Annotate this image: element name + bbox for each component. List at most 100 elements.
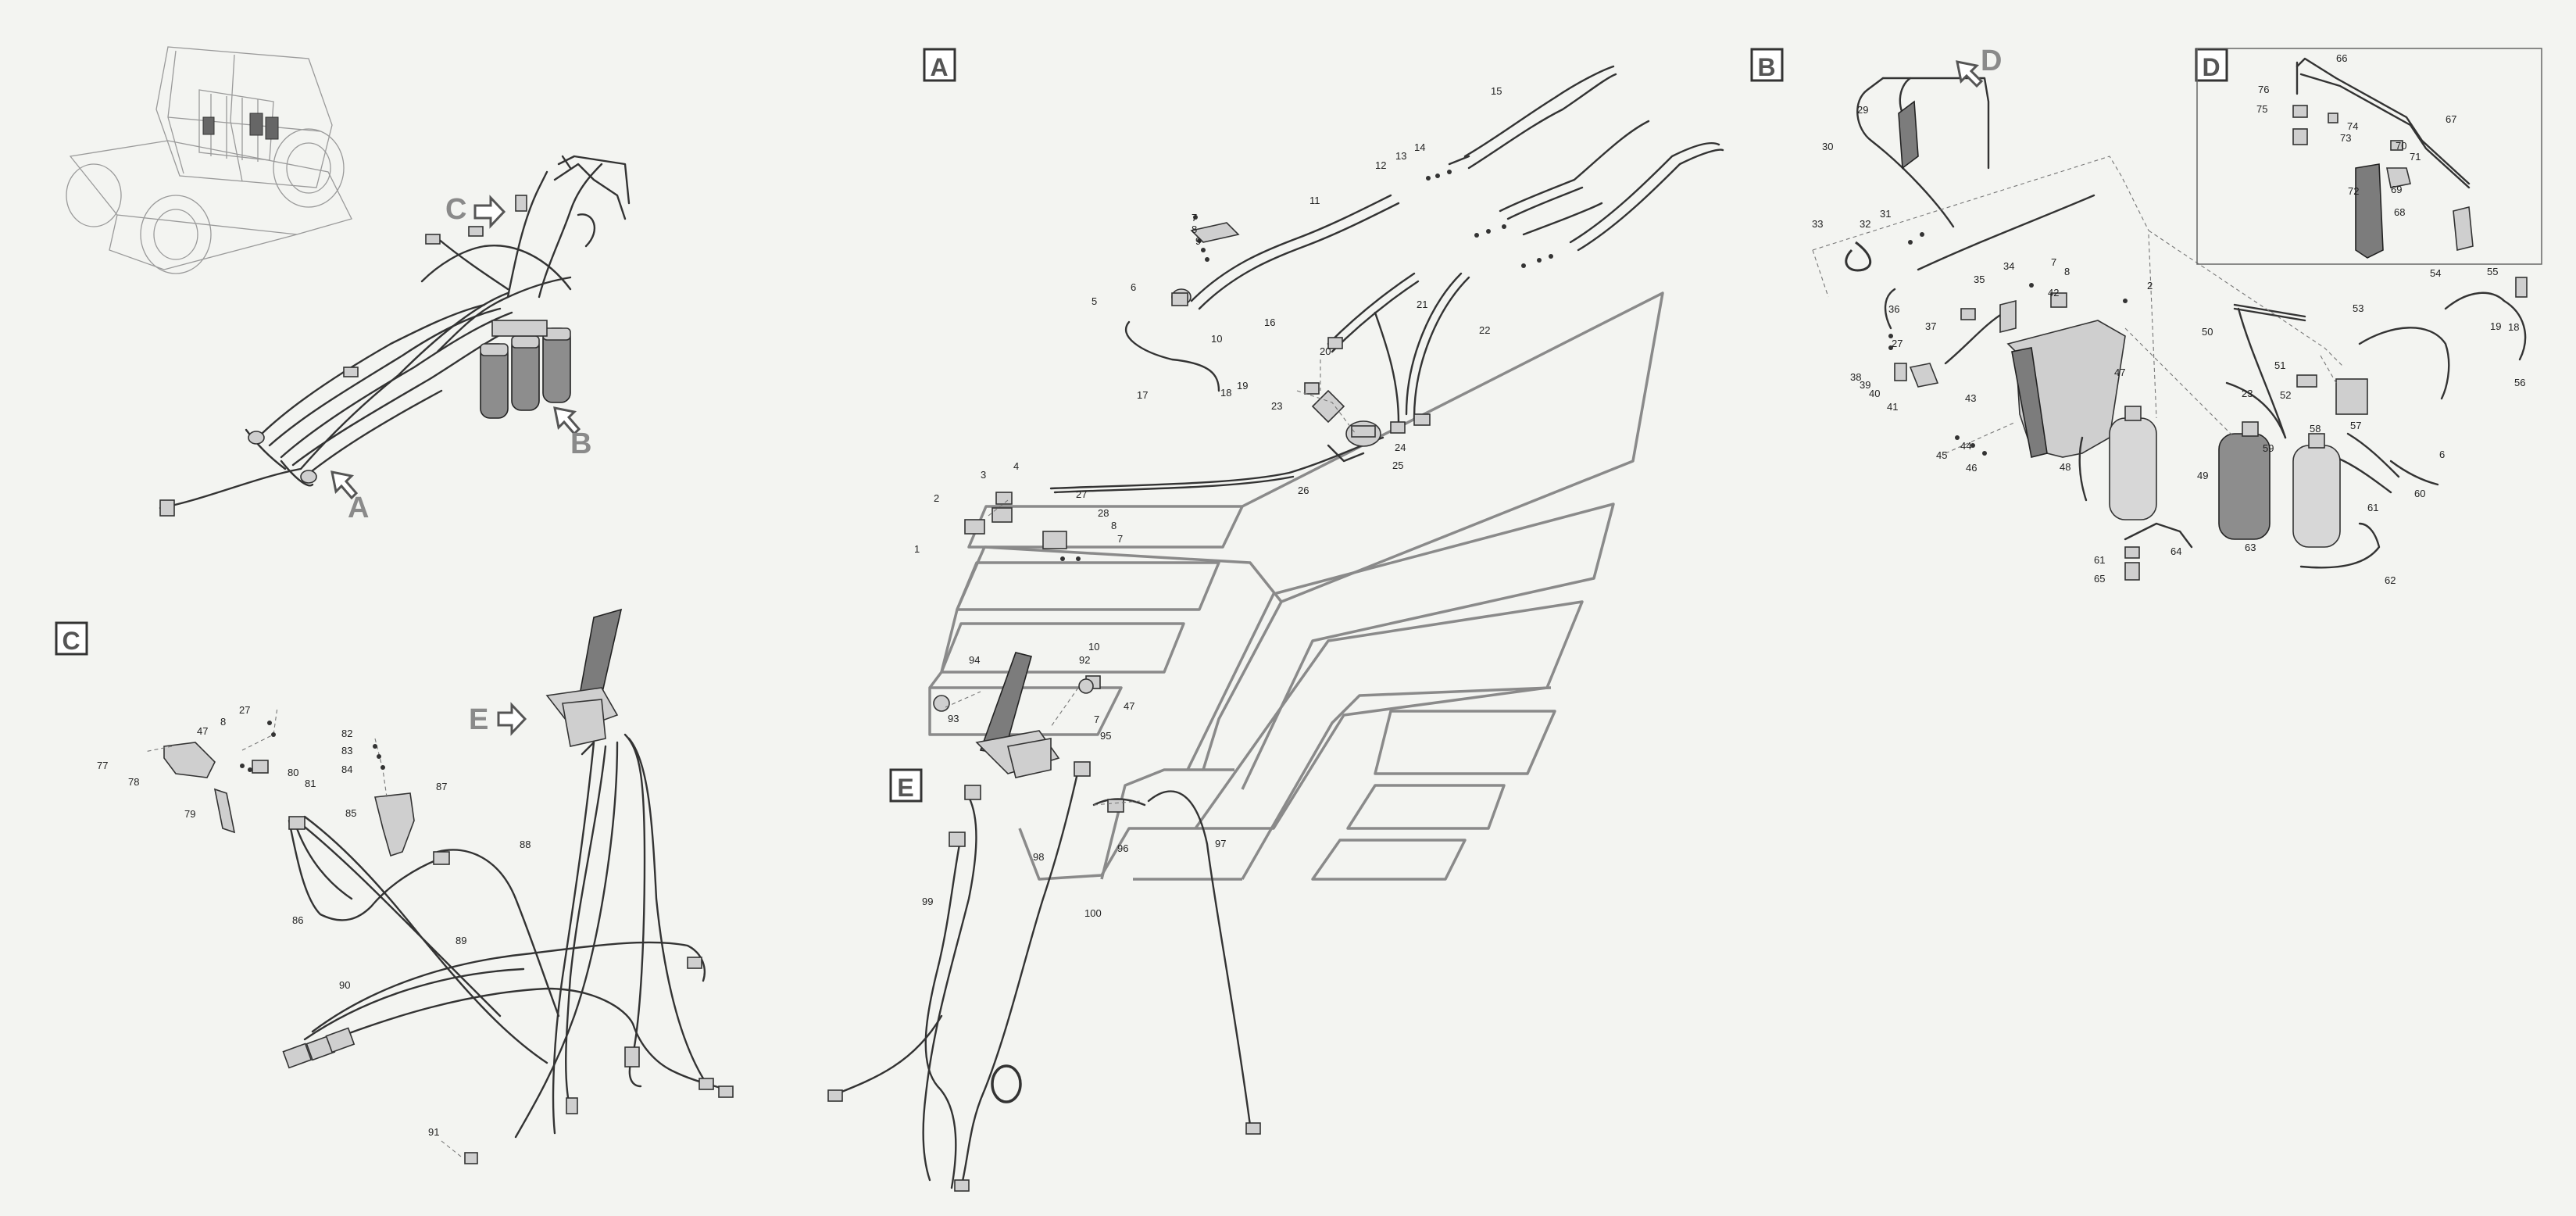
callout-b-44: 61 — [2094, 554, 2105, 566]
callout-b-42: 63 — [2245, 542, 2256, 553]
callout-b-14: 39 — [1860, 379, 1870, 391]
callout-a-7: 8 — [1192, 224, 1197, 235]
callout-c-7: 81 — [305, 778, 316, 789]
callout-d-2: 76 — [2258, 84, 2269, 95]
tractor-overview-illustration — [66, 46, 352, 274]
svg-text:D: D — [2202, 53, 2220, 81]
callout-a-1: 2 — [934, 492, 939, 504]
callout-a-5: 6 — [1131, 281, 1136, 293]
callout-a-23: 24 — [1395, 442, 1406, 453]
callout-a-12: 13 — [1395, 150, 1406, 162]
callout-b-32: 53 — [2353, 302, 2363, 314]
callout-b-5: 34 — [2003, 260, 2014, 272]
overview-arrow-c: C — [445, 193, 506, 229]
callout-a-2: 3 — [981, 469, 986, 481]
callout-b-18: 43 — [1965, 392, 1976, 404]
callout-a-14: 15 — [1491, 85, 1502, 97]
callout-d-arrow-label: D — [1981, 45, 2002, 77]
section-d-detail-box — [2196, 48, 2542, 265]
callout-c-13: 87 — [436, 781, 447, 792]
callout-b-13: 38 — [1850, 371, 1861, 383]
callout-b-37: 56 — [2514, 377, 2525, 388]
callout-b-27: 52 — [2280, 389, 2291, 401]
callout-a-19: 20 — [1320, 345, 1331, 357]
callout-b-24: 49 — [2197, 470, 2208, 481]
callout-b-7: 7 — [2051, 256, 2056, 268]
callout-c-16: 90 — [339, 979, 350, 991]
callout-a-0: 1 — [914, 543, 920, 555]
callout-b-12: 27 — [1892, 338, 1903, 349]
callout-a-17: 18 — [1220, 387, 1231, 399]
callout-b-33: 54 — [2430, 267, 2441, 279]
callout-c-9: 83 — [341, 745, 352, 756]
callout-b-1: 30 — [1822, 141, 1833, 152]
callout-a-31: 92 — [1079, 654, 1090, 666]
svg-text:B: B — [1757, 53, 1775, 81]
callout-b-28: 23 — [2242, 388, 2253, 399]
callout-c-3: 77 — [97, 760, 108, 771]
callout-a-32: 93 — [948, 713, 959, 724]
callout-b-4: 33 — [1812, 218, 1823, 230]
callout-a-6: 7 — [1192, 212, 1197, 224]
tractor-frame-outline — [928, 291, 1664, 881]
callout-b-19: 44 — [1960, 440, 1971, 452]
callout-c-2: 47 — [197, 725, 208, 737]
callout-b-2: 31 — [1880, 208, 1891, 220]
callout-b-25: 50 — [2202, 326, 2213, 338]
callout-c-10: 84 — [341, 764, 352, 775]
callout-c-6: 80 — [288, 767, 298, 778]
section-c-assembly: E — [144, 608, 734, 1164]
callout-c-15: 89 — [456, 935, 466, 946]
section-c-label: C — [55, 621, 88, 656]
callout-c-14: 88 — [520, 839, 531, 850]
section-a-label: A — [923, 48, 956, 82]
callout-b-8: 8 — [2064, 266, 2070, 277]
callout-a-35: 7 — [1094, 714, 1099, 725]
callout-a-15: 16 — [1264, 317, 1275, 328]
callout-b-15: 40 — [1869, 388, 1880, 399]
callout-a-37: 96 — [1117, 842, 1128, 854]
overview-callout-c: C — [445, 193, 466, 226]
section-d-label: D — [2195, 48, 2228, 82]
callout-b-23: 48 — [2060, 461, 2070, 473]
callout-a-33: 94 — [969, 654, 980, 666]
callout-b-10: 36 — [1888, 303, 1899, 315]
callout-a-27: 28 — [1098, 507, 1109, 519]
callout-b-29: 59 — [2263, 442, 2274, 454]
callout-a-18: 19 — [1237, 380, 1248, 392]
svg-text:C: C — [62, 627, 80, 655]
callout-d-1: 67 — [2446, 113, 2456, 125]
callout-a-4: 5 — [1091, 295, 1097, 307]
callout-d-0: 66 — [2336, 52, 2347, 64]
callout-d-6: 70 — [2396, 140, 2406, 152]
callout-a-34: 47 — [1124, 700, 1134, 712]
callout-d-10: 68 — [2394, 206, 2405, 218]
callout-b-41: 62 — [2385, 574, 2396, 586]
callout-b-3: 32 — [1860, 218, 1870, 230]
callout-d-7: 71 — [2410, 151, 2421, 163]
section-b-label: B — [1750, 48, 1784, 82]
callout-b-17: 42 — [2048, 287, 2059, 299]
callout-d-8: 72 — [2348, 185, 2359, 197]
callout-b-16: 41 — [1887, 401, 1898, 413]
callout-a-11: 12 — [1375, 159, 1386, 171]
section-b-assembly: D — [1812, 45, 2528, 581]
svg-text:A: A — [930, 53, 948, 81]
callout-d-9: 69 — [2391, 184, 2402, 195]
callout-a-13: 14 — [1414, 141, 1425, 153]
callout-b-6: 35 — [1974, 274, 1985, 285]
callout-d-3: 75 — [2256, 103, 2267, 115]
callout-a-24: 25 — [1392, 460, 1403, 471]
callout-d-4: 74 — [2347, 120, 2358, 132]
callout-b-0: 29 — [1857, 104, 1868, 116]
callout-b-45: 65 — [2094, 573, 2105, 585]
callout-b-20: 45 — [1936, 449, 1947, 461]
callout-c-8: 82 — [341, 728, 352, 739]
callout-c-4: 78 — [128, 776, 139, 788]
overview-callout-b: B — [570, 427, 591, 460]
callout-c-17: 91 — [428, 1126, 439, 1138]
callout-b-30: 58 — [2310, 423, 2321, 435]
callout-a-22: 23 — [1271, 400, 1282, 412]
callout-a-29: 7 — [1117, 533, 1123, 545]
